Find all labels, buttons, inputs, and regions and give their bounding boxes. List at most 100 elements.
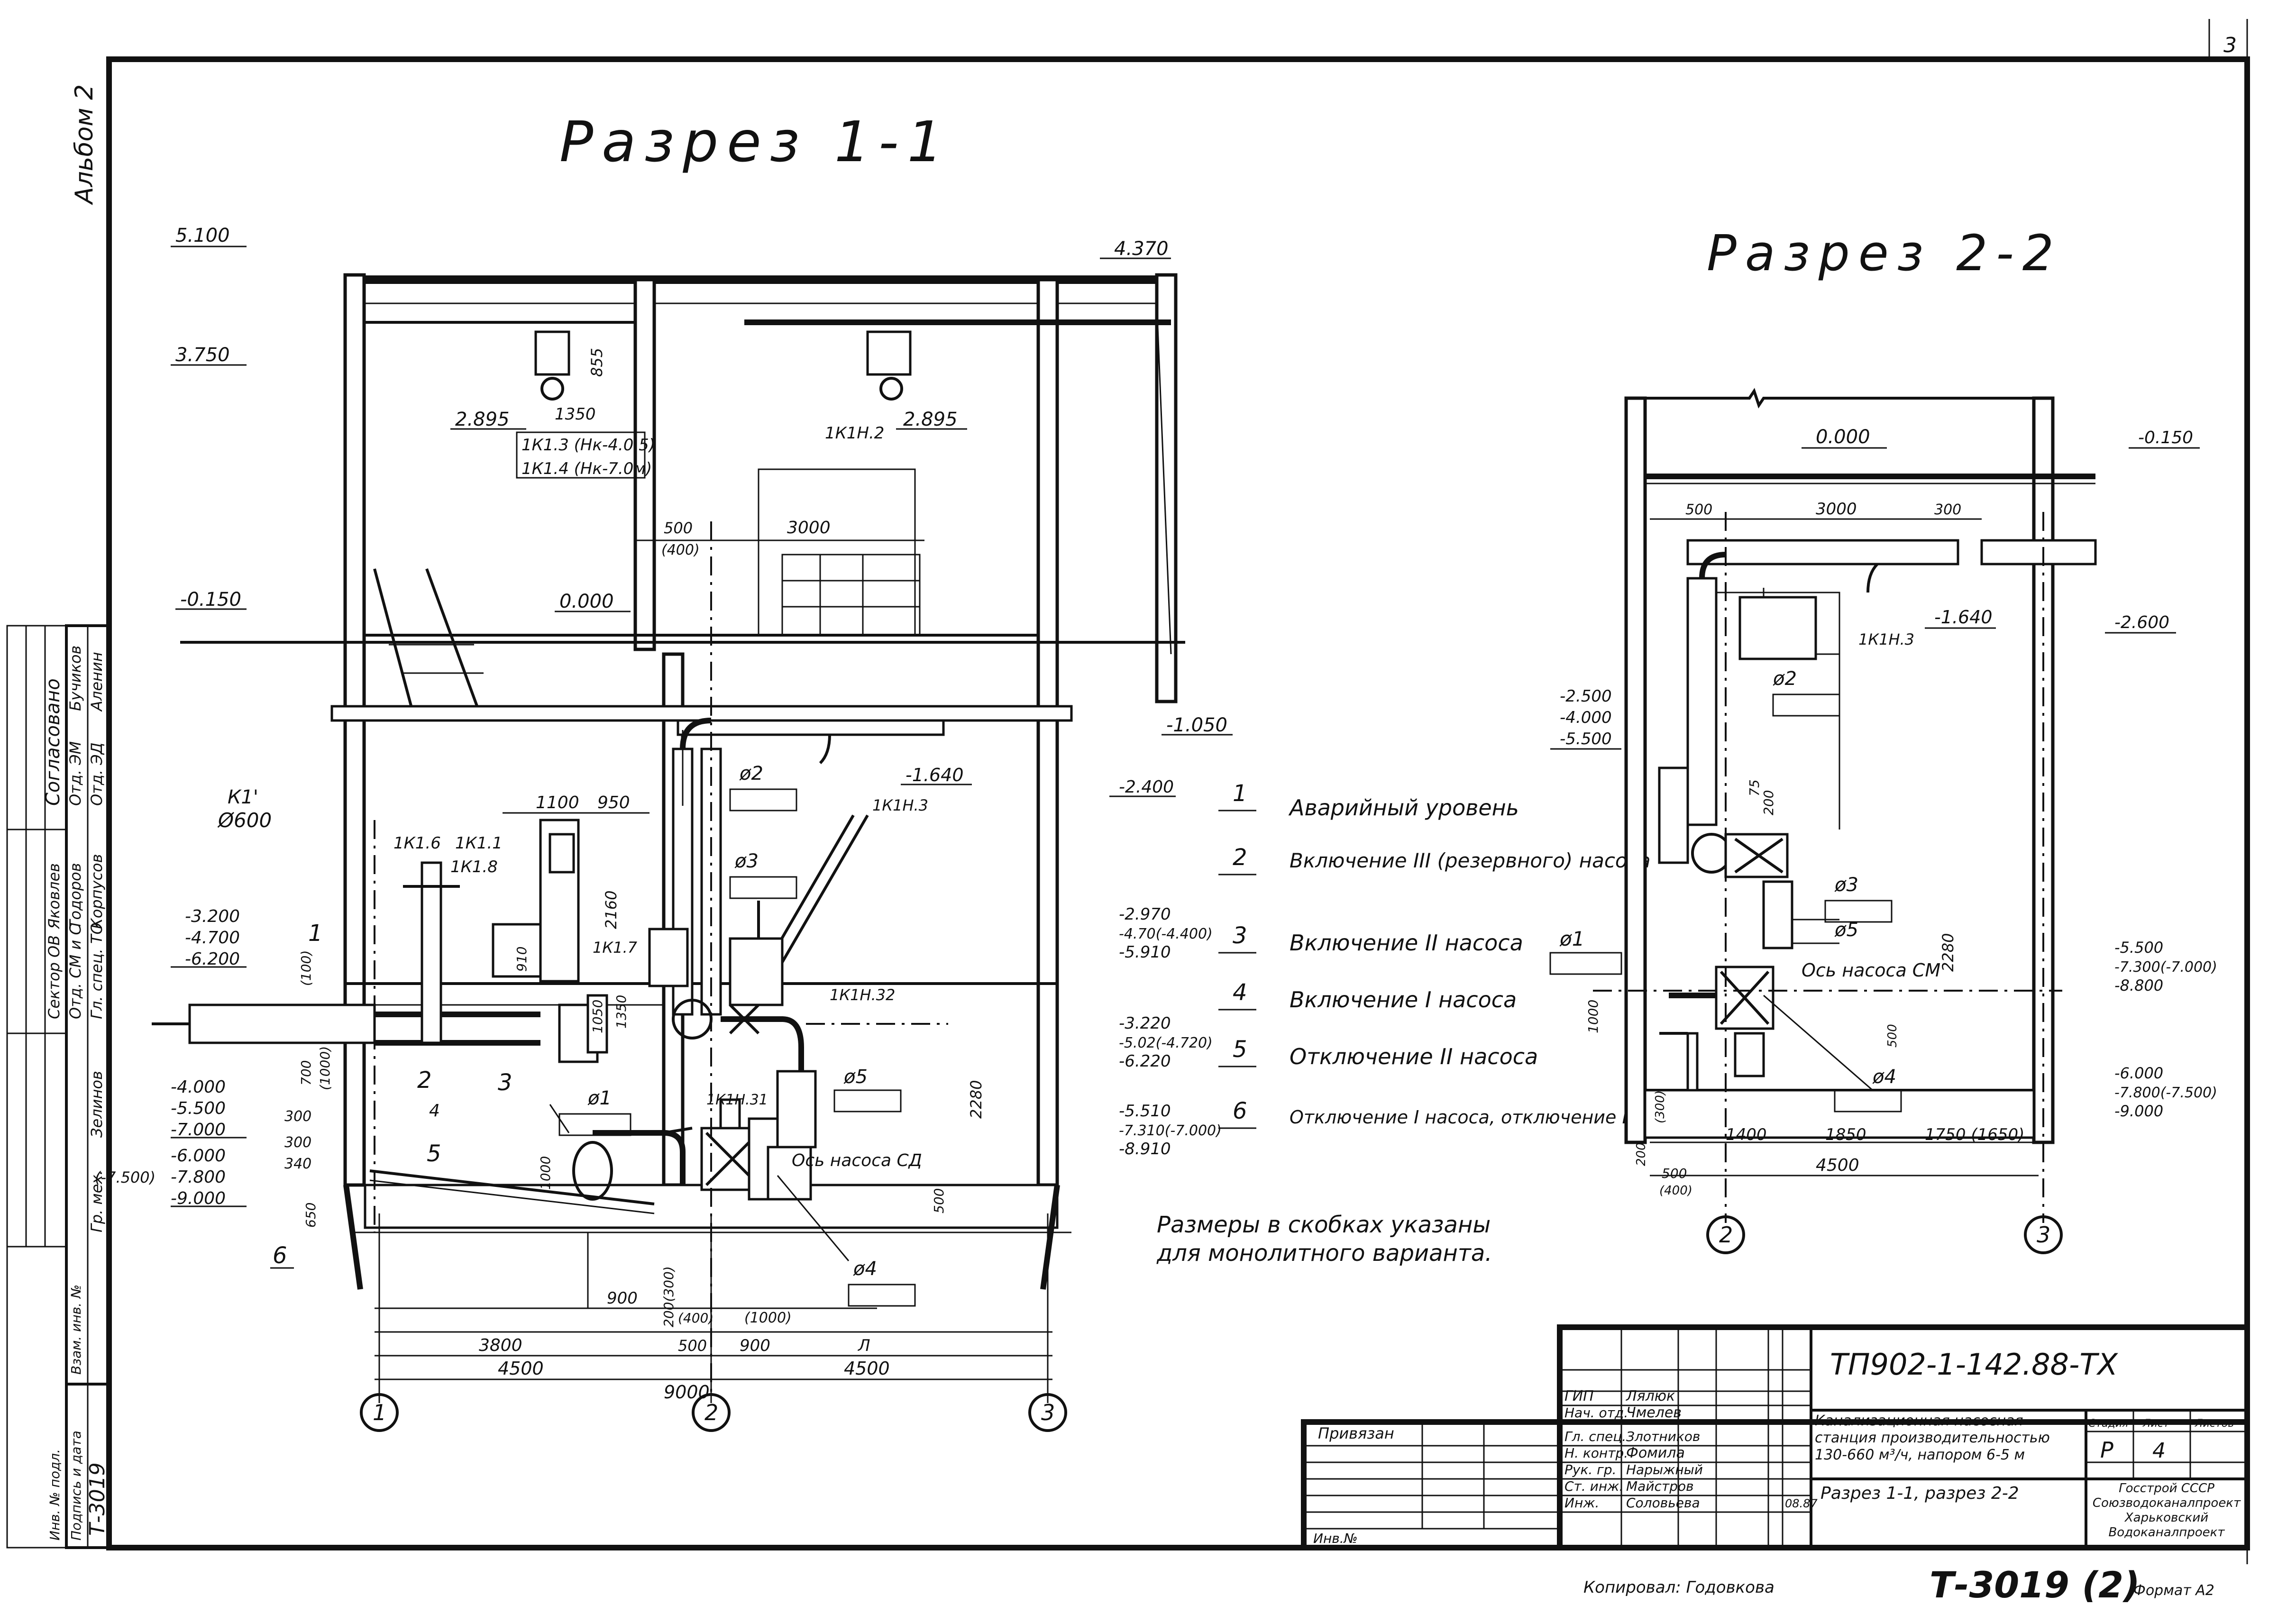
diameter-label: ø4 [853, 1258, 877, 1280]
signature-roles: ГИП Лялюк Нач. отд. Чмелев Гл. спец. Зло… [1564, 1388, 1818, 1511]
elevation-label: -7.800(-7.500) [2114, 1085, 2217, 1101]
stamp-row-2-name: Аленин [88, 652, 106, 712]
axis-bubble-s2-3: 3 [2024, 1215, 2063, 1254]
elevation-label: 3.750 [175, 344, 230, 366]
dim: 500 [1662, 1166, 1687, 1181]
legend-num: 1 [1233, 780, 1247, 807]
elevation-label: -1.640 [906, 765, 964, 785]
elevation-label: -4.000 [1560, 708, 1612, 727]
stamp-row-4: Отд. СМ и С [66, 924, 84, 1019]
dim: 4500 [844, 1358, 890, 1379]
dim: 200(300) [661, 1266, 677, 1327]
sheet-title: Разрез 1-1, разрез 2-2 [1820, 1484, 2019, 1503]
diameter-label: ø3 [734, 850, 759, 872]
hoist-label: 1К1Н.3 [872, 796, 928, 814]
hoist-label: 1К1.4 (Нк-7.0м) [521, 459, 652, 478]
dim: 2160 [602, 891, 620, 929]
sheet-value: 4 [2152, 1439, 2166, 1463]
elevation-label: -1.640 [1934, 607, 1993, 628]
elevation-label: (-7.500) [95, 1168, 156, 1186]
role-name: Нарыжный [1626, 1462, 1703, 1477]
album-label: Альбом 2 [70, 84, 99, 205]
elevation-label: -6.220 [1119, 1052, 1171, 1071]
legend-num: 6 [1233, 1098, 1247, 1124]
stamp-col-2: Подпись и дата [68, 1431, 84, 1541]
dim: 650 [303, 1203, 319, 1228]
dim: (400) [1659, 1184, 1692, 1198]
elevation-label: -3.200 [185, 907, 240, 926]
stamp-row-4-name: Тодоров [66, 863, 84, 929]
corner-number: 3 [2223, 33, 2237, 57]
svg-text:2: 2 [704, 1400, 718, 1425]
diameter-label: ø5 [843, 1066, 868, 1088]
role: Рук. гр. [1564, 1462, 1617, 1477]
dim: 75 [1747, 779, 1762, 796]
dim: Л [857, 1336, 870, 1355]
sheet-header: Лист [2142, 1418, 2170, 1430]
dim: 300 [284, 1108, 311, 1125]
section-1-labels: 1К1.3 (Нк-4.0.5) 1К1.4 (Нк-7.0м) 1К1Н.2 … [217, 424, 928, 1307]
elevation-label: -8.800 [2114, 976, 2163, 994]
dim: (1000) [317, 1046, 333, 1090]
elevation-label: 5.100 [175, 225, 230, 246]
stamp-header: Согласовано [42, 678, 64, 806]
elevation-label: -0.150 [180, 589, 241, 611]
section-2-title: Разрез 2-2 [1707, 224, 2062, 282]
role-name: Фомила [1626, 1445, 1685, 1461]
dim: 1750 (1650) [1925, 1125, 2024, 1144]
format-label: Формат А2 [2133, 1582, 2214, 1599]
elevation-label: 0.000 [559, 591, 614, 612]
section-1-title: Разрез 1-1 [559, 109, 951, 174]
dim: 500 [931, 1188, 947, 1213]
binding-label: Привязан [1318, 1424, 1394, 1442]
section-2-structure [1624, 388, 2097, 1176]
dim: (100) [298, 950, 314, 986]
elevation-label: -9.000 [2114, 1102, 2163, 1120]
elevation-label: -6.000 [2114, 1064, 2163, 1082]
axis-bubble-s2-2: 2 [1706, 1215, 1745, 1254]
stamp-row-6-name: Зелинов [88, 1071, 106, 1138]
section-1-structure [152, 273, 1185, 1403]
elevation-label: -5.500 [171, 1099, 226, 1118]
pipe-label: К1' [228, 786, 258, 808]
equipment-label: 1К1.8 [450, 857, 498, 876]
hoist-label: 1К1.3 (Нк-4.0.5) [521, 436, 655, 455]
equipment-label: 1К1.1 [455, 834, 503, 853]
dim: 1050 [590, 1000, 605, 1033]
stamp-row-1: Отд. ЭМ [66, 741, 84, 806]
dim: 1850 [1825, 1125, 1866, 1144]
footer-doc-no: Т-3019 (2) [1930, 1564, 2140, 1606]
level-number: 1 [308, 920, 323, 947]
role-name: Лялюк [1626, 1388, 1675, 1404]
elevation-label: -2.600 [2114, 613, 2169, 632]
elevation-label: -7.310(-7.000) [1119, 1122, 1222, 1139]
inv-label: Инв.№ [1313, 1531, 1358, 1546]
role: ГИП [1564, 1388, 1594, 1404]
level-number: 6 [273, 1242, 287, 1269]
dim: 1100 [536, 793, 579, 812]
stamp-doc-no: Т-3019 [85, 1462, 110, 1536]
dim: 2280 [967, 1080, 985, 1119]
dim: 1000 [1585, 1000, 1601, 1033]
date: 08.87 [1785, 1497, 1818, 1510]
dim: 3000 [1816, 500, 1857, 519]
dim: 500 [1685, 501, 1712, 518]
level-number: 5 [427, 1140, 441, 1167]
legend-text: Аварийный уровень [1288, 795, 1519, 821]
dim: 1350 [613, 995, 629, 1029]
legend-text: Включение II насоса [1290, 930, 1523, 956]
elevation-label: -5.510 [1119, 1102, 1171, 1121]
role-name: Соловьева [1626, 1495, 1700, 1511]
pump-axis-label: Ось насоса СД [792, 1151, 922, 1170]
legend-num: 5 [1233, 1036, 1247, 1063]
dim: 9000 [664, 1382, 710, 1403]
role-name: Злотников [1626, 1429, 1700, 1444]
note-line-2: для монолитного варианта. [1156, 1240, 1492, 1267]
svg-text:3: 3 [2037, 1222, 2050, 1248]
dim: 4500 [1816, 1156, 1859, 1175]
stamp-col-3: Инв. № подл. [47, 1449, 63, 1541]
dim: 1400 [1726, 1125, 1767, 1144]
dim: 340 [284, 1156, 311, 1172]
diameter-label: ø4 [1872, 1066, 1896, 1088]
role-name: Чмелев [1626, 1404, 1682, 1421]
